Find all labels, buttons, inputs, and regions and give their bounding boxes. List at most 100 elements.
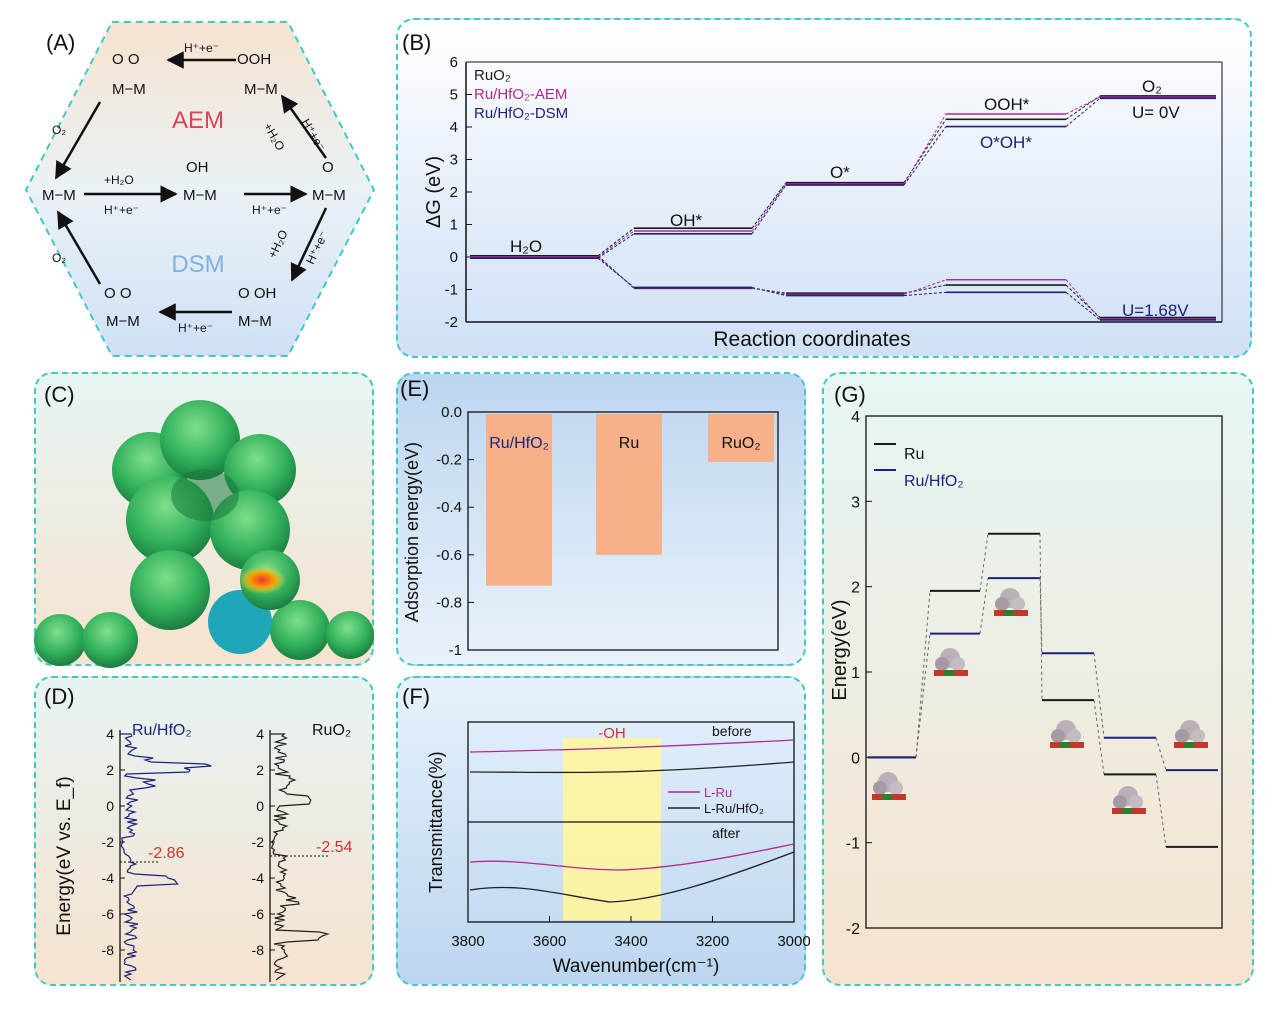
b-ann-o: O* — [830, 163, 850, 182]
node-o-right: O — [322, 159, 334, 176]
g-connector — [979, 533, 989, 592]
b-ann-oh: OH* — [670, 211, 703, 230]
d-y-tick-label: -4 — [102, 870, 115, 886]
d-y-tick-label: -8 — [102, 942, 115, 958]
f-before-lruhfo2-curve — [469, 761, 795, 774]
b-connector — [751, 184, 787, 235]
aem-label: AEM — [172, 107, 224, 134]
step-o2-bottom: O₂ — [52, 251, 66, 265]
g-connector — [1093, 653, 1105, 738]
g-connector — [915, 633, 931, 758]
step-he-middle-left: H⁺+e⁻ — [104, 203, 139, 217]
g-y-tick-label: 0 — [851, 750, 860, 767]
e-y-tick-label: 0.0 — [441, 404, 462, 421]
b-connector — [1065, 284, 1101, 318]
g-connector — [1039, 578, 1043, 654]
d-y-tick-label: -8 — [252, 942, 265, 958]
b-connector — [903, 279, 947, 295]
f-x-tick-label: 3600 — [533, 933, 566, 950]
b-y-tick-label: 1 — [450, 217, 458, 234]
d-dband-ruo2: -2.54 — [316, 839, 353, 856]
e-bar-label: Ru — [619, 435, 639, 452]
panel-label-f: (F) — [402, 684, 431, 709]
e-y-tick-label: -1 — [449, 642, 462, 659]
node-mm-right: M−M — [312, 187, 346, 204]
f-x-label: Wavenumber(cm⁻¹) — [553, 956, 720, 977]
b-y-tick-label: -1 — [445, 282, 458, 299]
b-y-label: ΔG (eV) — [423, 156, 445, 228]
b-y-tick-label: 0 — [450, 249, 458, 266]
d-y-tick-label: -2 — [252, 834, 265, 850]
e-bar — [708, 414, 774, 462]
b-y-tick-label: -2 — [445, 314, 458, 331]
d-y-tick-label: 2 — [106, 762, 114, 778]
panel-label-d: (D) — [44, 684, 75, 709]
node-ooh-bottom: O OH — [238, 285, 276, 302]
f-x-tick-label: 3200 — [696, 933, 729, 950]
d-dos-ruhfo2-curve — [120, 733, 212, 981]
step-he-middle-right: H⁺+e⁻ — [252, 203, 287, 217]
panel-label-g: (G) — [834, 382, 866, 407]
b-connector — [1065, 279, 1101, 320]
g-legend-ruhfo2: Ru/HfO₂ — [904, 473, 964, 490]
g-connector — [1093, 700, 1105, 775]
b-ann-ooh: OOH* — [984, 95, 1030, 114]
g-plot-frame — [865, 415, 1223, 929]
g-y-tick-label: 1 — [851, 665, 860, 682]
b-ann-u168: U=1.68V — [1122, 301, 1189, 320]
b-connector — [1065, 291, 1101, 321]
node-mm-center: M−M — [183, 187, 217, 204]
node-oh-center: OH — [186, 159, 209, 176]
f-before-label: before — [712, 723, 752, 739]
b-y-tick-label: 6 — [450, 54, 458, 71]
b-connector — [597, 227, 635, 257]
b-y-tick-label: 4 — [450, 119, 458, 136]
f-y-label: Transmittance(%) — [426, 751, 446, 892]
b-connector — [597, 256, 635, 289]
b-ann-h2o: H₂O — [510, 237, 542, 256]
e-y-tick-label: -0.6 — [436, 547, 462, 564]
b-x-label: Reaction coordinates — [713, 328, 910, 351]
panel-a-mechanism: AEM DSM O O M−M OOH M−M M−M OH M−M O M−M… — [24, 21, 376, 357]
b-ann-o2: O₂ — [1142, 77, 1162, 96]
arrow-right-up — [280, 94, 328, 159]
f-after-label: after — [712, 825, 740, 841]
b-connector — [903, 291, 947, 297]
g-cluster-pictures — [872, 588, 1208, 814]
g-connector — [1155, 737, 1167, 771]
panel-label-a: (A) — [46, 30, 76, 55]
g-y-tick-label: -2 — [846, 921, 860, 938]
arrow-top-left-down — [54, 101, 102, 180]
f-legend-lruhfo2: L-Ru/HfO₂ — [704, 801, 764, 816]
node-mm-bottom-right: M−M — [238, 313, 272, 330]
b-y-tick-label: 3 — [450, 152, 458, 169]
b-connector — [597, 230, 635, 258]
node-oo-top: O O — [112, 51, 140, 68]
b-y-tick-label: 2 — [450, 184, 458, 201]
g-y-tick-label: 2 — [851, 580, 860, 597]
g-connector — [915, 590, 931, 758]
g-y-label: Energy(eV) — [829, 599, 851, 700]
d-title-ruo2: RuO₂ — [312, 722, 351, 739]
f-before-lru-curve — [469, 739, 795, 753]
node-mm-top-right: M−M — [244, 81, 278, 98]
node-mm-bottom-left: M−M — [106, 313, 140, 330]
e-y-tick-label: -0.2 — [436, 452, 462, 469]
d-y-tick-label: 0 — [106, 798, 114, 814]
panel-label-e: (E) — [400, 376, 430, 401]
step-he-top: H⁺+e⁻ — [184, 41, 219, 55]
panel-g-frame — [822, 372, 1254, 986]
d-y-tick-label: 0 — [256, 798, 264, 814]
e-y-tick-label: -0.4 — [436, 499, 462, 516]
b-connector — [751, 182, 787, 229]
e-y-tick-label: -0.8 — [436, 594, 462, 611]
d-y-tick-label: -2 — [102, 834, 115, 850]
b-ann-u0: U= 0V — [1132, 103, 1180, 122]
b-legend-ruo2: RuO₂ — [474, 67, 511, 84]
panel-label-c: (C) — [44, 382, 75, 407]
f-legend-lru: L-Ru — [704, 785, 732, 800]
b-legend-dsm: Ru/HfO₂-DSM — [474, 105, 568, 122]
b-connector — [751, 286, 787, 297]
